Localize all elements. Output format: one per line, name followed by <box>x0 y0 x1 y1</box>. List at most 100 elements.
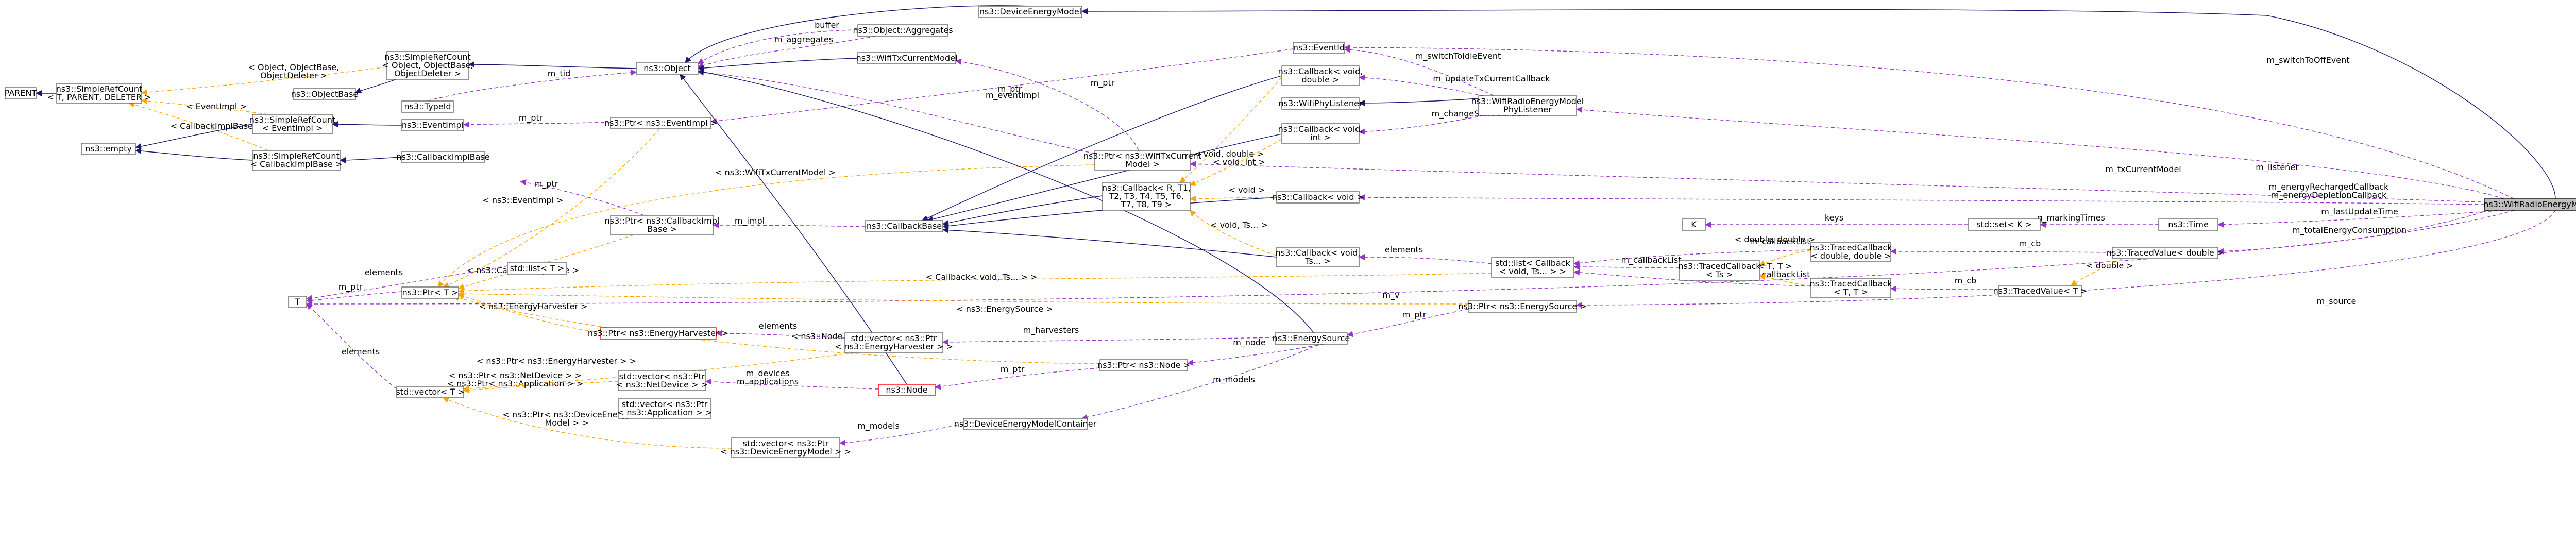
node-ptr-energy-source[interactable]: ns3::Ptr< ns3::EnergySource > <box>1458 300 1587 313</box>
node-box[interactable] <box>2112 247 2218 259</box>
node-traced-callback-ts[interactable]: ns3::TracedCallback< Ts > <box>1679 260 1761 281</box>
node-box[interactable] <box>1679 260 1760 281</box>
node-callback-rt[interactable]: ns3::Callback< R, T1,T2, T3, T4, T5, T6,… <box>1102 182 1191 211</box>
node-box[interactable] <box>396 386 464 398</box>
node-box[interactable] <box>1281 123 1360 144</box>
node-box[interactable] <box>610 215 714 235</box>
node-device-energy-model-container[interactable]: ns3::DeviceEnergyModelContainer <box>954 418 1097 430</box>
node-box[interactable] <box>401 119 464 131</box>
node-box[interactable] <box>1276 191 1360 204</box>
node-box[interactable] <box>1293 42 1345 54</box>
node-box[interactable] <box>81 143 136 155</box>
node-box[interactable] <box>978 6 1082 18</box>
node-box[interactable] <box>2158 218 2218 231</box>
node-wifi-phy-listener[interactable]: ns3::WifiPhyListener <box>1278 97 1363 110</box>
node-set-k[interactable]: std::set< K > <box>1968 218 2041 231</box>
node-simple-ref-count-t[interactable]: ns3::SimpleRefCount< T, PARENT, DELETER … <box>47 83 151 104</box>
node-object-base[interactable]: ns3::ObjectBase <box>291 88 359 100</box>
node-box[interactable] <box>1491 257 1574 278</box>
node-box[interactable] <box>401 100 454 113</box>
node-wifi-tx-current-model[interactable]: ns3::WifiTxCurrentModel <box>856 52 958 64</box>
node-box[interactable] <box>1968 218 2041 231</box>
node-box[interactable] <box>401 286 459 299</box>
node-box[interactable] <box>1468 300 1577 313</box>
node-event-id[interactable]: ns3::EventId <box>1293 42 1345 54</box>
node-callback-impl-base[interactable]: ns3::CallbackImplBase <box>396 151 490 163</box>
node-vector-device-energy-model[interactable]: std::vector< ns3::Ptr< ns3::DeviceEnergy… <box>720 437 851 458</box>
node-vector-energy-harvester[interactable]: std::vector< ns3::Ptr< ns3::EnergyHarves… <box>835 332 953 353</box>
node-ptr-node[interactable]: ns3::Ptr< ns3::Node > <box>1097 359 1190 371</box>
node-box[interactable] <box>1276 247 1360 267</box>
node-ptr-t[interactable]: ns3::Ptr< T > <box>401 286 459 299</box>
node-callback-void-int[interactable]: ns3::Callback< void,int > <box>1278 123 1363 144</box>
node-list-callback[interactable]: std::list< Callback< void, Ts... > > <box>1491 257 1574 278</box>
node-callback-void-double[interactable]: ns3::Callback< void,double > <box>1278 65 1363 86</box>
node-box[interactable] <box>636 62 699 75</box>
node-box[interactable] <box>401 151 485 163</box>
node-box[interactable] <box>386 51 469 80</box>
node-box[interactable] <box>1281 97 1360 110</box>
node-t[interactable]: T <box>288 296 307 308</box>
node-traced-callback-double[interactable]: ns3::TracedCallback< double, double > <box>1810 242 1893 262</box>
node-box[interactable] <box>1478 95 1577 116</box>
node-box[interactable] <box>288 296 307 308</box>
node-box[interactable] <box>618 370 706 391</box>
node-parent[interactable]: PARENT <box>5 87 37 99</box>
node-device-energy-model[interactable]: ns3::DeviceEnergyModel <box>978 6 1082 18</box>
node-box[interactable] <box>844 332 943 353</box>
node-object[interactable]: ns3::Object <box>636 62 699 75</box>
node-object-aggregates[interactable]: ns3::Object::Aggregates <box>853 24 953 37</box>
node-box[interactable] <box>857 52 956 64</box>
node-vector-net-device[interactable]: std::vector< ns3::Ptr< ns3::NetDevice > … <box>616 370 708 391</box>
node-box[interactable] <box>1275 332 1348 345</box>
node-box[interactable] <box>731 437 840 458</box>
node-box[interactable] <box>1281 65 1360 86</box>
node-box[interactable] <box>878 384 936 396</box>
node-vector-application[interactable]: std::vector< ns3::Ptr< ns3::Application … <box>617 398 712 419</box>
node-box[interactable] <box>1810 278 1891 298</box>
node-vector-t[interactable]: std::vector< T > <box>396 386 465 398</box>
node-box[interactable] <box>610 117 711 129</box>
node-ptr-event-impl[interactable]: ns3::Ptr< ns3::EventImpl > <box>604 117 717 129</box>
node-box[interactable] <box>507 262 567 275</box>
node-box[interactable] <box>2484 198 2576 211</box>
node-type-id[interactable]: ns3::TypeId <box>401 100 454 113</box>
node-box[interactable] <box>252 114 333 134</box>
node-callback-void-ts[interactable]: ns3::Callback< void,Ts... > <box>1276 247 1361 267</box>
node-box[interactable] <box>1099 359 1188 371</box>
node-focus[interactable]: ns3::WifiRadioEnergyModel <box>2483 198 2576 211</box>
node-simple-ref-count-object[interactable]: ns3::SimpleRefCount< Object, ObjectBase,… <box>382 51 473 80</box>
node-box[interactable] <box>5 87 37 99</box>
node-box[interactable] <box>1682 218 1706 231</box>
node-callback-void[interactable]: ns3::Callback< void > <box>1272 191 1364 204</box>
node-box[interactable] <box>1102 182 1191 211</box>
node-event-impl[interactable]: ns3::EventImpl <box>401 119 464 131</box>
node-traced-value-double[interactable]: ns3::TracedValue< double > <box>2107 247 2224 259</box>
node-energy-source[interactable]: ns3::EnergySource <box>1273 332 1350 345</box>
node-list-t[interactable]: std::list< T > <box>507 262 567 275</box>
node-box[interactable] <box>1998 285 2082 297</box>
node-box[interactable] <box>1094 150 1191 171</box>
node-box[interactable] <box>1810 242 1891 262</box>
node-traced-value-t[interactable]: ns3::TracedValue< T > <box>1993 285 2088 297</box>
node-empty[interactable]: ns3::empty <box>81 143 136 155</box>
node-traced-callback-t[interactable]: ns3::TracedCallback< T, T > <box>1810 278 1893 298</box>
node-box[interactable] <box>56 83 142 104</box>
node-box[interactable] <box>600 327 717 340</box>
node-time[interactable]: ns3::Time <box>2158 218 2218 231</box>
node-box[interactable] <box>865 220 943 232</box>
node-box[interactable] <box>963 418 1088 430</box>
node-node[interactable]: ns3::Node <box>878 384 936 396</box>
node-callback-base[interactable]: ns3::CallbackBase <box>865 220 943 232</box>
node-box[interactable] <box>252 150 341 171</box>
node-simple-ref-count-callback-impl-base[interactable]: ns3::SimpleRefCount< CallbackImplBase > <box>250 150 343 171</box>
node-simple-ref-count-event-impl[interactable]: ns3::SimpleRefCount< EventImpl > <box>249 114 335 134</box>
node-box[interactable] <box>618 398 711 419</box>
node-box[interactable] <box>293 88 356 100</box>
node-ptr-energy-harvester[interactable]: ns3::Ptr< ns3::EnergyHarvester > <box>588 327 728 340</box>
node-box[interactable] <box>857 24 948 37</box>
node-k[interactable]: K <box>1682 218 1706 231</box>
